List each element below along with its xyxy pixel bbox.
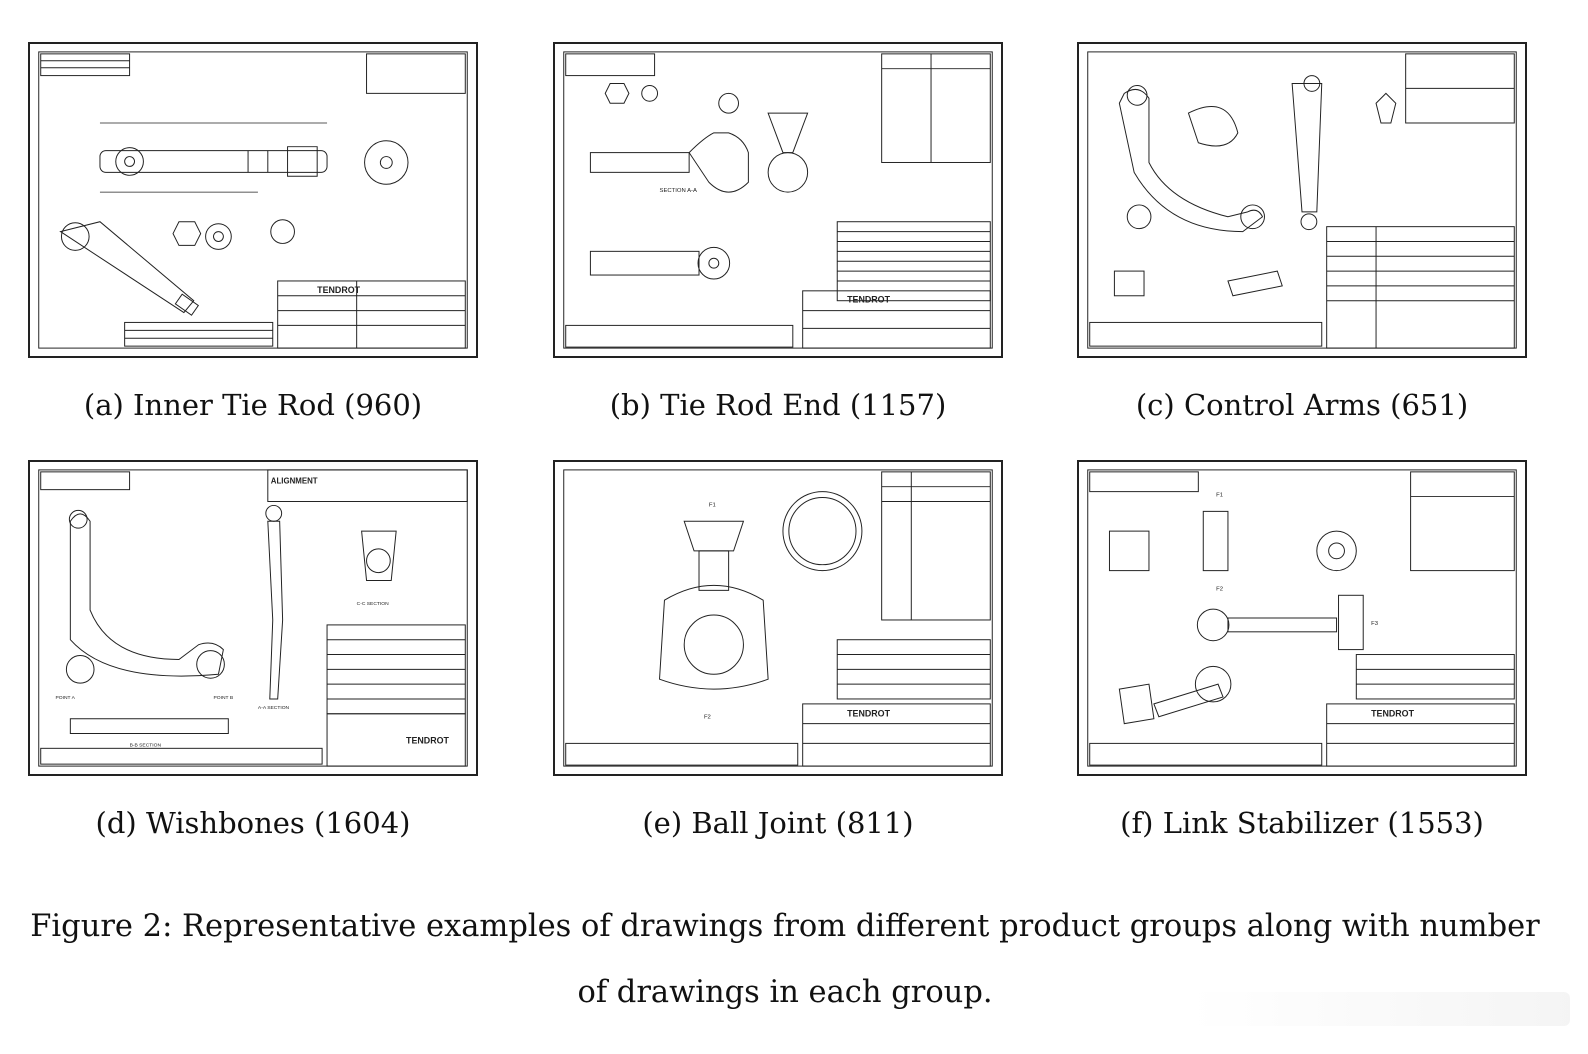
force-f1-label-f: F1: [1216, 493, 1223, 499]
force-f2-label: F2: [704, 715, 711, 721]
panel-f: F1 F2 F3 TENDROT: [1077, 460, 1527, 776]
subcaption-c: (c) Control Arms (651): [1135, 388, 1469, 422]
subcaption-a: (a) Inner Tie Rod (960): [83, 388, 423, 422]
panel-d: ALIGNMENT POINT A POINT B B-B SECTION C-…: [28, 460, 478, 776]
caption-line-2: of drawings in each group.: [577, 975, 993, 1010]
brand-logo-e: TENDROT: [847, 709, 890, 719]
subcaption-f: (f) Link Stabilizer (1553): [1120, 806, 1484, 840]
section-cc-label: C-C SECTION: [357, 601, 389, 607]
section-label-b: SECTION A-A: [660, 188, 697, 194]
panel-b: SECTION A-A TENDROT: [553, 42, 1003, 358]
drawing-wishbone: ALIGNMENT POINT A POINT B B-B SECTION C-…: [28, 460, 478, 776]
page-edge-artifact: [1190, 992, 1570, 1026]
force-f1-label: F1: [709, 502, 716, 508]
point-b-label: POINT B: [214, 695, 234, 701]
force-f3-label-f: F3: [1371, 621, 1379, 627]
panel-a: TENDROT: [28, 42, 478, 358]
drawing-inner-tie-rod: TENDROT: [28, 42, 478, 358]
section-aa-label: A-A SECTION: [258, 705, 290, 711]
force-f2-label-f: F2: [1216, 586, 1223, 592]
panel-c: [1077, 42, 1527, 358]
caption-line-1: Figure 2: Representative examples of dra…: [30, 909, 1540, 944]
subcaption-b: (b) Tie Rod End (1157): [609, 388, 947, 422]
brand-logo-f: TENDROT: [1371, 709, 1414, 719]
figure-caption: Figure 2: Representative examples of dra…: [30, 894, 1540, 1026]
point-a-label: POINT A: [56, 695, 76, 701]
drawing-ball-joint: F1 F2 TENDROT: [553, 460, 1003, 776]
drawing-tie-rod-end: SECTION A-A TENDROT: [553, 42, 1003, 358]
brand-logo-a: TENDROT: [317, 285, 360, 295]
brand-logo-b: TENDROT: [847, 295, 890, 305]
panel-e: F1 F2 TENDROT: [553, 460, 1003, 776]
section-bb-label: B-B SECTION: [130, 742, 162, 748]
drawing-control-arm: [1077, 42, 1527, 358]
brand-logo-d: TENDROT: [406, 735, 449, 745]
alignment-label: ALIGNMENT: [271, 477, 318, 486]
drawing-link-stabilizer: F1 F2 F3 TENDROT: [1077, 460, 1527, 776]
subcaption-e: (e) Ball Joint (811): [642, 806, 914, 840]
subcaption-d: (d) Wishbones (1604): [95, 806, 411, 840]
